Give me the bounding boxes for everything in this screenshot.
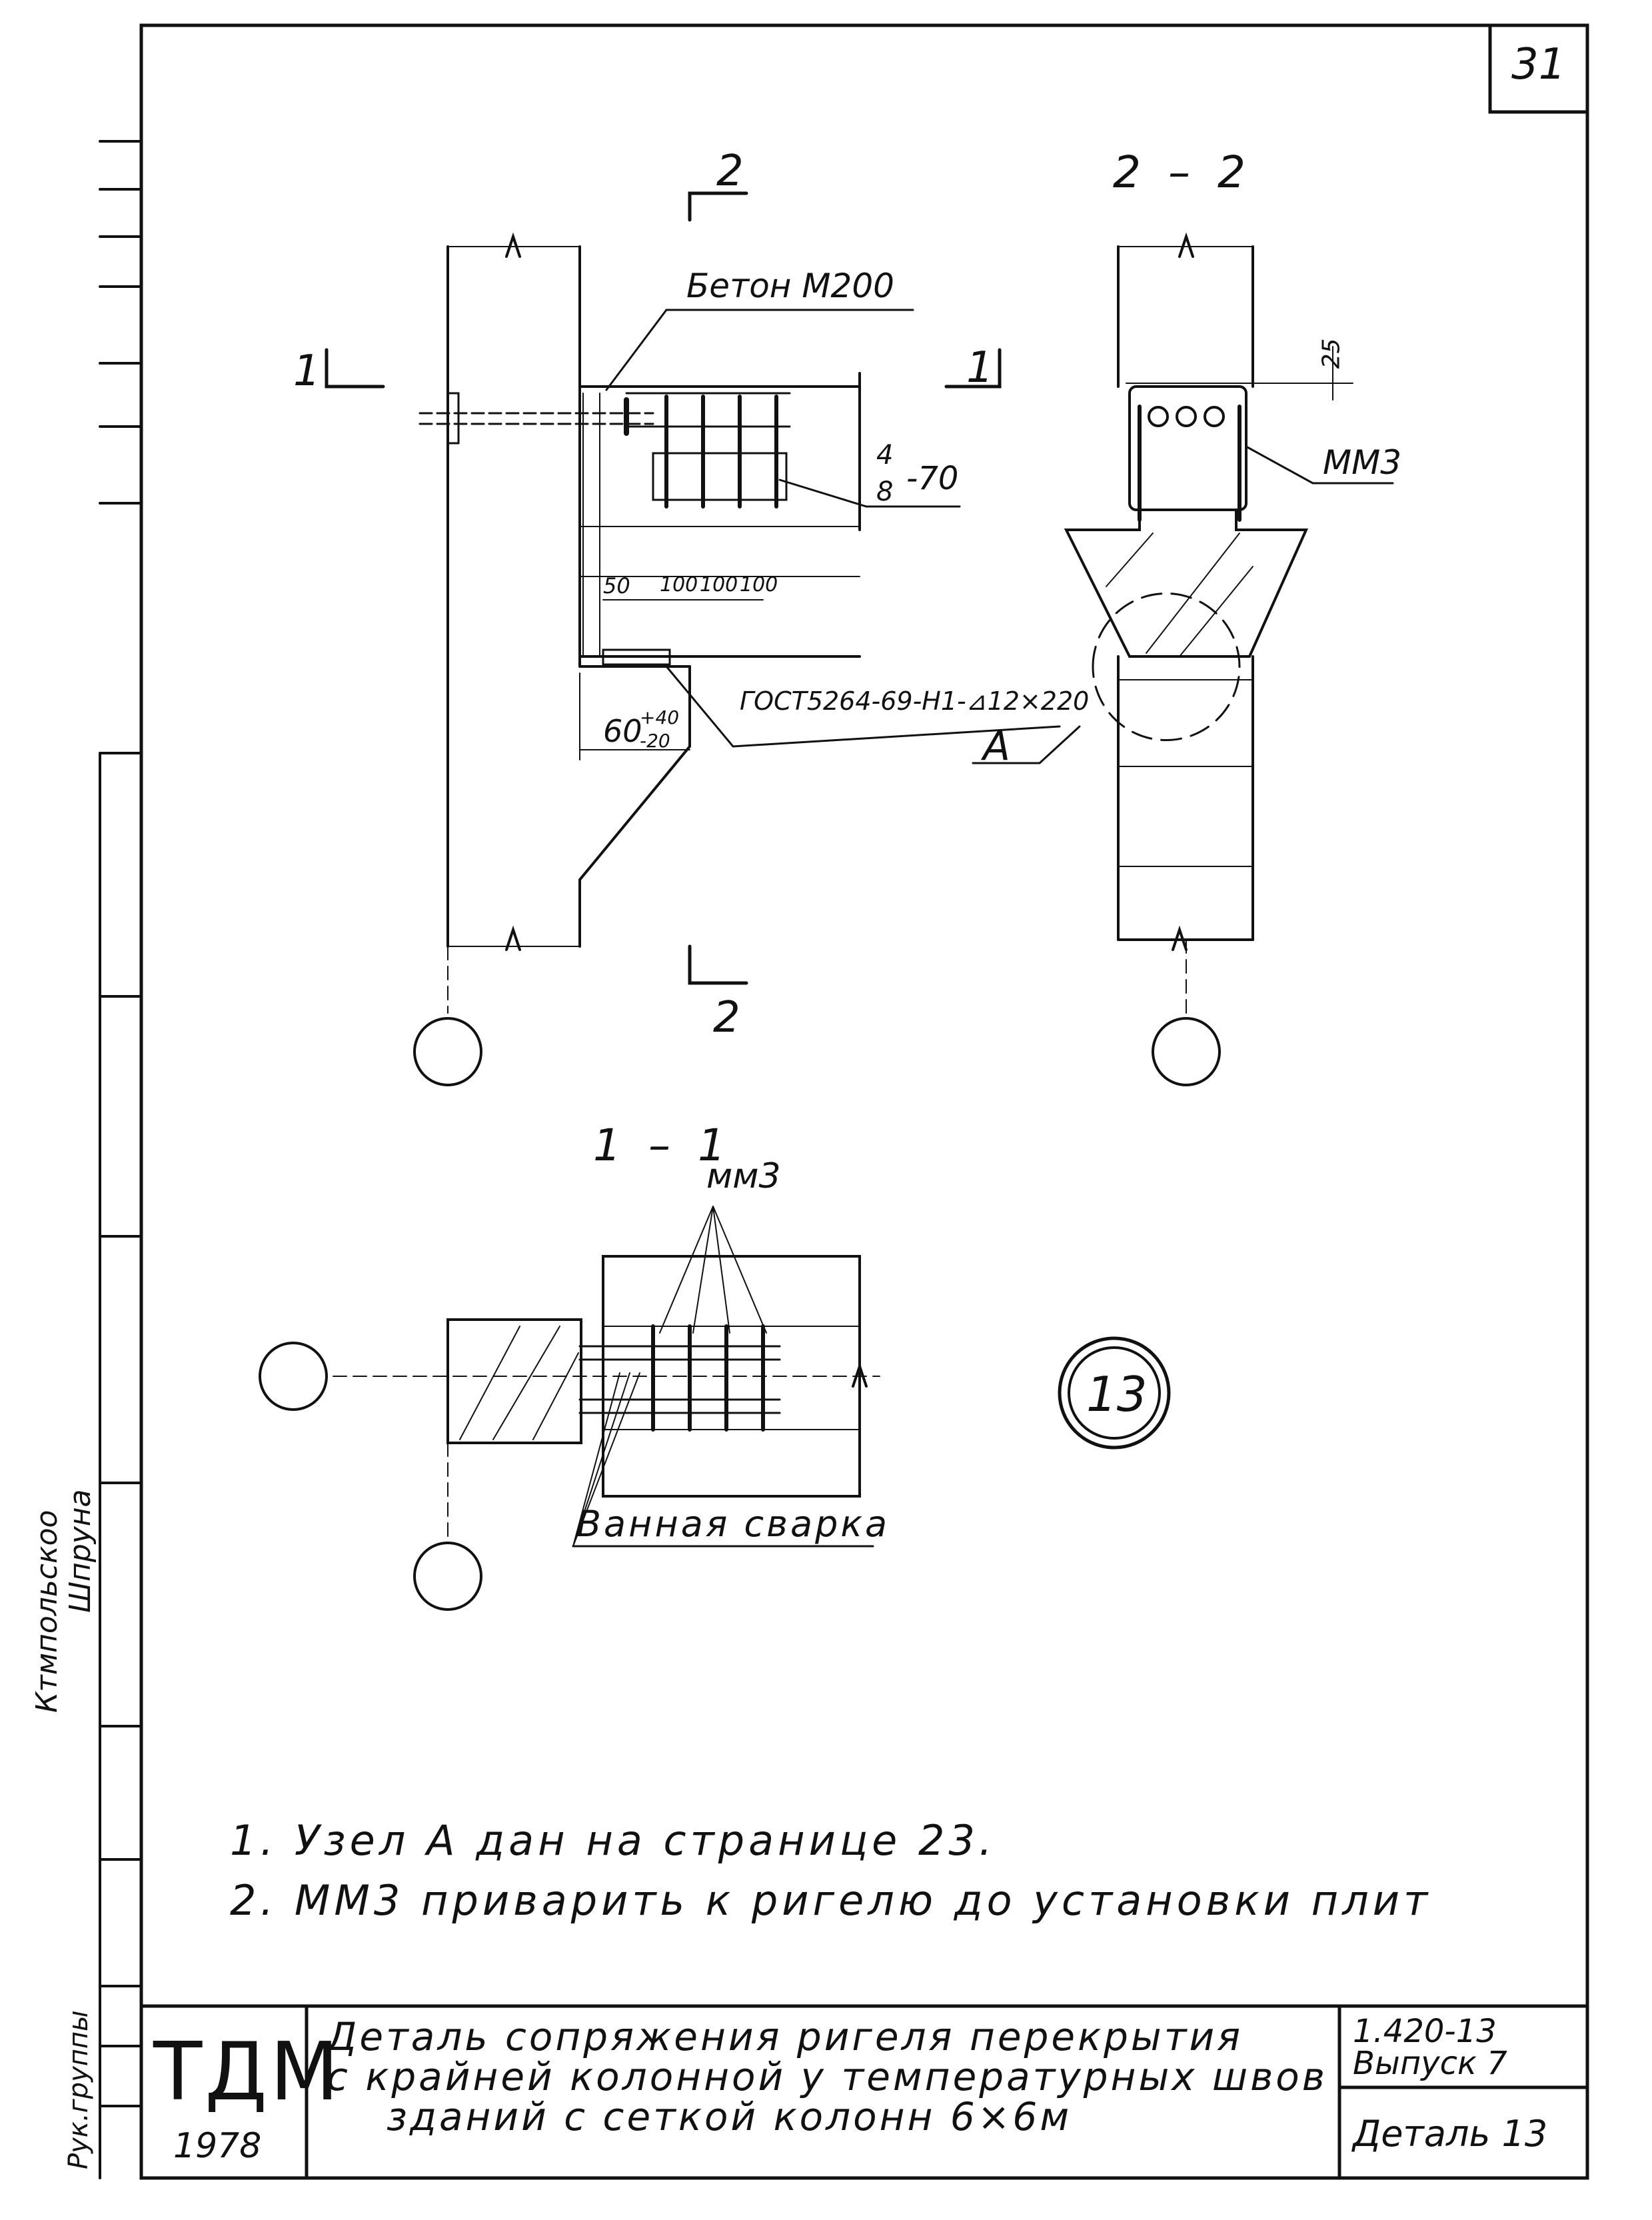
dim-100-b: 100 xyxy=(700,573,738,596)
title-block-lines xyxy=(139,2004,1589,2180)
title-line-2: с крайней колонной у температурных швов xyxy=(327,2054,1327,2099)
dim-60-tol-up: +40 xyxy=(640,706,680,728)
axis-bubble-left xyxy=(413,1017,482,1086)
weld-standard-label: ГОСТ5264-69-Н1-⊿12×220 xyxy=(740,686,1090,716)
section-1-1-view xyxy=(259,1206,1171,1611)
rod-label-num: 4 xyxy=(876,440,894,471)
section-2-2-title: 2 – 2 xyxy=(1113,147,1252,198)
bath-weld-label: Ванная сварка xyxy=(576,1503,890,1545)
dim-60-tol-down: -20 xyxy=(640,730,670,752)
detail-number-circle-outer xyxy=(1058,1336,1171,1450)
note-2: 2. ММ3 приварить к ригелю до установки п… xyxy=(230,1876,1432,1925)
issue-number: Выпуск 7 xyxy=(1353,2045,1507,2082)
sheet-number-box xyxy=(1488,23,1589,114)
series-number: 1.420-13 xyxy=(1353,2013,1497,2050)
mm3-label-plan: мм3 xyxy=(706,1156,781,1196)
note-1: 1. Узел А дан на странице 23. xyxy=(230,1816,996,1865)
detail-number: 13 xyxy=(1086,1366,1148,1422)
section-mark-2-bottom: 2 xyxy=(713,993,740,1042)
year: 1978 xyxy=(173,2126,262,2166)
title-line-1: Деталь сопряжения ригеля перекрытия xyxy=(327,2014,1243,2059)
dim-100-c: 100 xyxy=(740,573,778,596)
title-line-3: зданий с сеткой колонн 6×6м xyxy=(387,2094,1072,2139)
elevation-view xyxy=(325,191,1061,1086)
side-stamp-role-1: Ктмпольскоо xyxy=(30,1510,64,1713)
axis-bubble-right xyxy=(1152,1017,1221,1086)
dim-25: 25 xyxy=(1317,338,1345,369)
section-2-2-view xyxy=(972,232,1394,1086)
side-stamp-name: Шпруна xyxy=(63,1489,97,1613)
dim-100-a: 100 xyxy=(660,573,698,596)
axis-bubble-section-left xyxy=(259,1342,328,1411)
detail-label: Деталь 13 xyxy=(1353,2113,1548,2155)
dim-60: 60 xyxy=(603,713,642,749)
dim-50: 50 xyxy=(603,573,630,598)
detail-number-circle-inner xyxy=(1068,1346,1161,1440)
section-1-1-title: 1 – 1 xyxy=(593,1120,732,1171)
mm3-label-section: ММ3 xyxy=(1323,443,1402,482)
concrete-label: Бетон М200 xyxy=(686,267,894,305)
section-mark-1-right: 1 xyxy=(966,343,994,393)
axis-bubble-section-bottom xyxy=(413,1542,482,1611)
rod-label-den: 8 xyxy=(876,477,894,507)
sheet-frame xyxy=(139,23,1589,2180)
sheet-number: 31 xyxy=(1511,40,1566,89)
node-a-label: А xyxy=(983,723,1011,770)
org-stamp: ТДМ xyxy=(153,2026,342,2119)
left-margin-ticks xyxy=(99,140,143,2179)
section-mark-1-left: 1 xyxy=(293,347,321,396)
section-mark-2-top: 2 xyxy=(716,147,744,196)
side-stamp-role-2: Рук.группы xyxy=(63,2010,94,2169)
rod-label-len: -70 xyxy=(906,460,959,497)
